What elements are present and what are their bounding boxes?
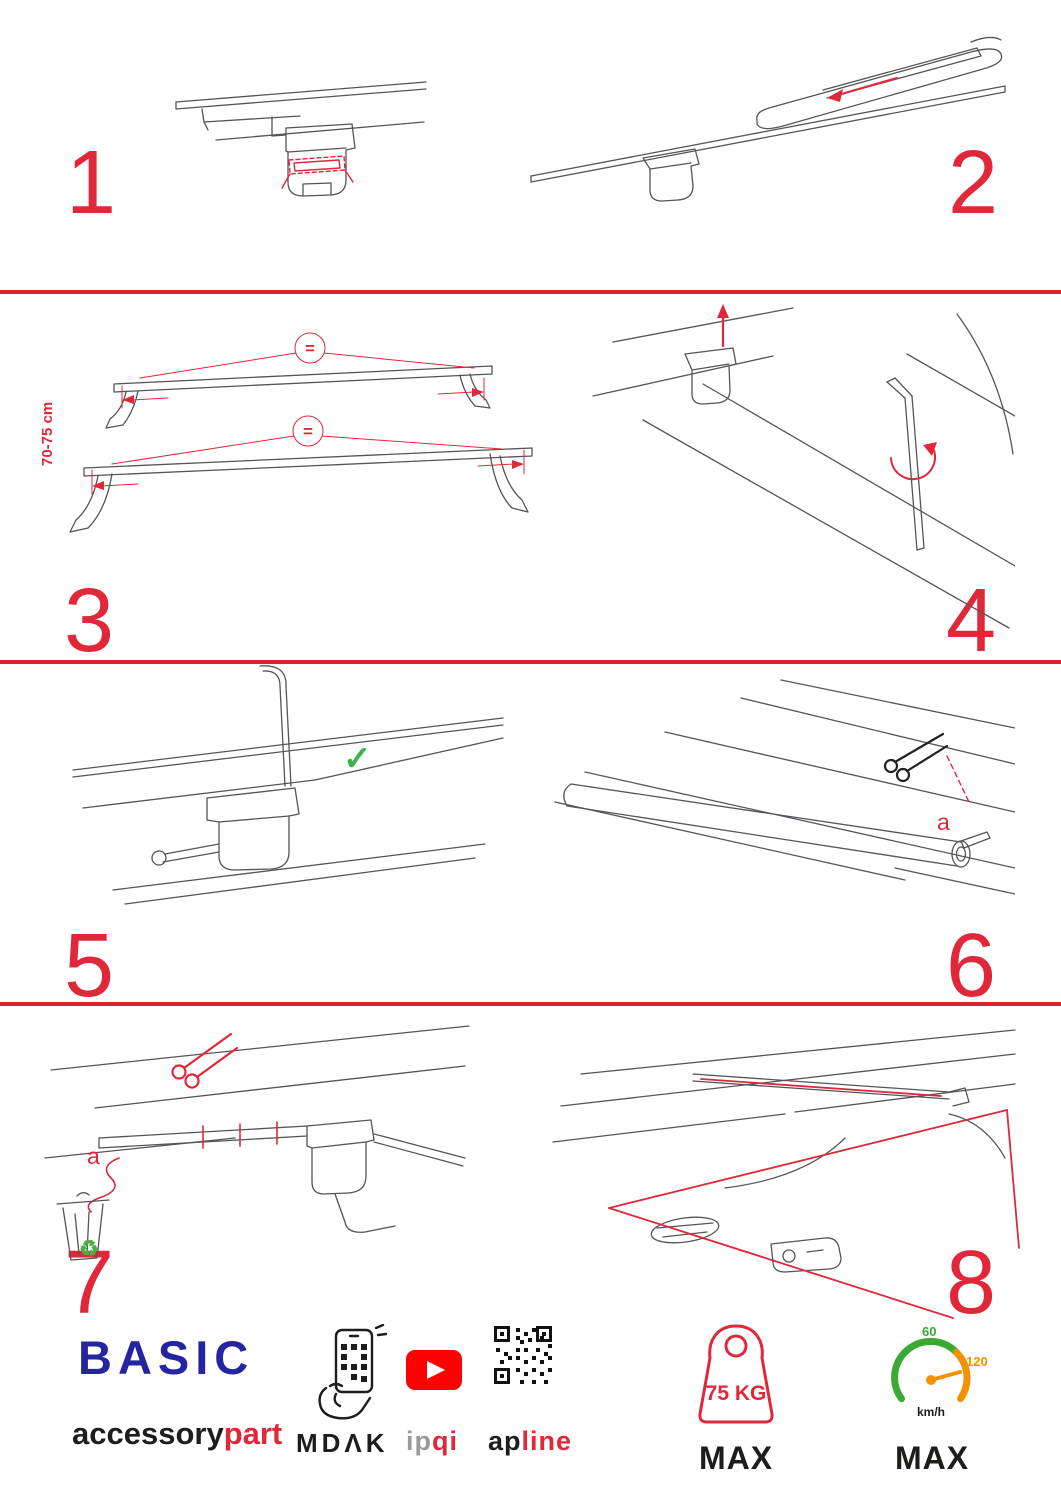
step-8-number: 8 xyxy=(946,1233,997,1333)
step-7-number: 7 xyxy=(64,1233,115,1333)
step-5-number: 5 xyxy=(64,916,115,1016)
section-divider-2 xyxy=(0,660,1061,664)
step-6-number: 6 xyxy=(946,916,997,1016)
ipqi-red: qi xyxy=(432,1426,458,1456)
max-weight-icon: 75 KG xyxy=(698,1324,774,1424)
scissors-icon-red xyxy=(171,1032,239,1089)
red-arrow xyxy=(827,76,899,102)
max-weight-label: MAX xyxy=(698,1440,774,1476)
phone-qr-icon xyxy=(318,1324,388,1420)
speed-unit-label: km/h xyxy=(917,1405,945,1419)
partner-mdak-label: MDΛK xyxy=(296,1428,389,1458)
check-icon: ✓ xyxy=(343,740,372,778)
strip-label-a: a xyxy=(937,809,950,835)
scissors-icon xyxy=(883,732,949,783)
brand-subtitle-black: accessory xyxy=(72,1416,224,1451)
step-6-illustration: a xyxy=(554,679,1015,895)
equal-spacing-label: = xyxy=(303,422,313,441)
brand-subtitle: accessorypart xyxy=(72,1416,282,1452)
step-2-number: 2 xyxy=(948,133,999,233)
partner-apline-label: apline xyxy=(488,1426,572,1457)
max-weight-value: 75 KG xyxy=(706,1382,767,1405)
highlight-box xyxy=(281,155,354,189)
partner-ipqi-label: ipqi xyxy=(406,1426,458,1457)
brand-logo: BASIC xyxy=(78,1331,255,1384)
section-divider-3 xyxy=(0,1002,1061,1006)
step-5-illustration: ✓ xyxy=(72,665,504,905)
step-2-illustration xyxy=(530,36,1006,202)
recycle-icon: ♻ xyxy=(79,1236,99,1261)
step-3-number: 3 xyxy=(64,571,115,671)
rotation-arrow xyxy=(890,442,937,481)
max-speed-label: MAX xyxy=(894,1440,970,1476)
strip-label-a: a xyxy=(87,1143,100,1169)
qr-code-icon xyxy=(492,1324,554,1386)
red-frame xyxy=(608,1078,1020,1319)
step-3-illustration: = = 70-75 cm xyxy=(39,332,533,533)
equal-spacing-label: = xyxy=(305,339,315,358)
step-1-number: 1 xyxy=(66,133,117,233)
apline-black: ap xyxy=(488,1426,522,1456)
up-arrow xyxy=(717,304,729,348)
apline-red: line xyxy=(521,1426,573,1456)
step-8-illustration xyxy=(552,1029,1020,1319)
speed-high-label: 120 xyxy=(966,1354,988,1369)
step-4-illustration xyxy=(592,304,1015,629)
trash-bin-icon xyxy=(56,1192,110,1261)
speed-low-label: 60 xyxy=(922,1324,936,1339)
section-divider-1 xyxy=(0,290,1061,294)
youtube-icon xyxy=(406,1350,462,1390)
bar-distance-label: 70-75 cm xyxy=(39,402,56,466)
max-speed-icon: 60 120 km/h xyxy=(891,1324,988,1419)
step-7-illustration: a ♻ xyxy=(44,1025,470,1261)
step-1-illustration xyxy=(175,81,427,197)
brand-subtitle-red: part xyxy=(223,1416,283,1451)
ipqi-gray: ip xyxy=(406,1426,432,1456)
step-4-number: 4 xyxy=(946,571,997,671)
